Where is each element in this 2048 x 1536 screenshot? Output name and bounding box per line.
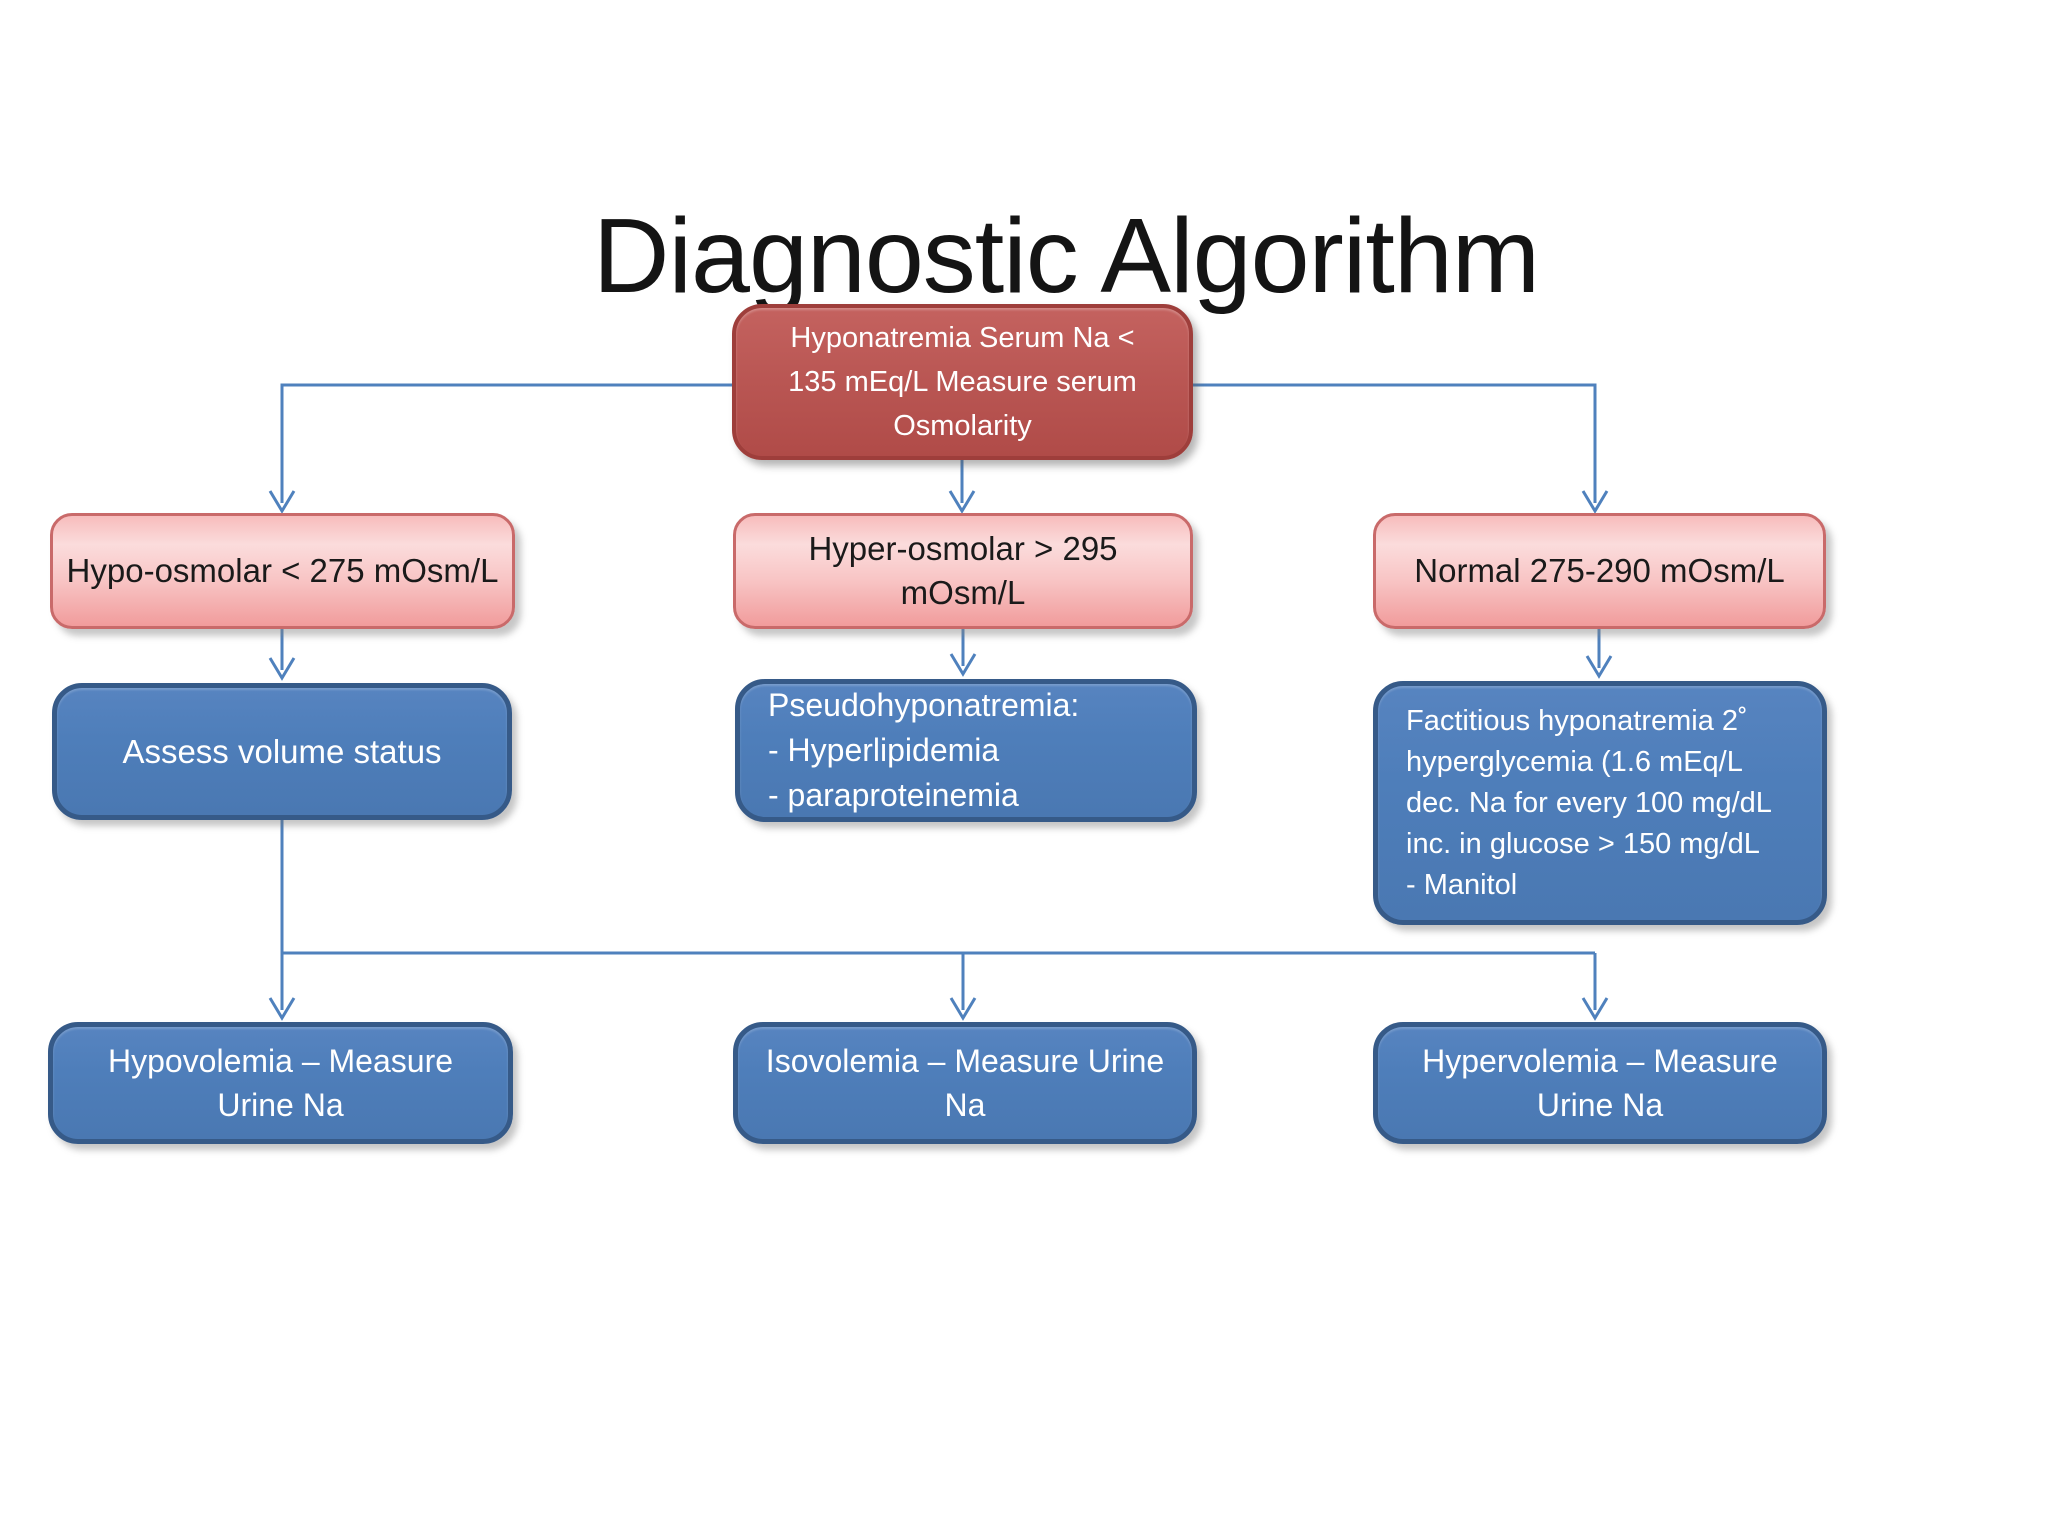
node-hypovolemia: Hypovolemia – Measure Urine Na [48,1022,513,1144]
node-hyponatremia-root: Hyponatremia Serum Na < 135 mEq/L Measur… [732,304,1193,460]
node-hypo-osmolar-label: Hypo-osmolar < 275 mOsm/L [66,552,499,589]
page-title: Diagnostic Algorithm [592,197,1540,315]
connector-root-to-hypo [280,383,732,503]
arrowhead-isovolemia-icon [949,997,977,1021]
node-hypervolemia: Hypervolemia – Measure Urine Na [1373,1022,1827,1144]
node-normal-osmolar-label: Normal 275-290 mOsm/L [1414,552,1785,589]
node-isovolemia: Isovolemia – Measure Urine Na [733,1022,1197,1144]
node-pseudohyponatremia-label: Pseudohyponatremia: - Hyperlipidemia - p… [768,687,1080,813]
arrowhead-hypo-icon [268,490,296,514]
node-pseudohyponatremia: Pseudohyponatremia: - Hyperlipidemia - p… [735,679,1197,822]
node-assess-volume-status: Assess volume status [52,683,512,820]
node-hypo-osmolar: Hypo-osmolar < 275 mOsm/L [50,513,515,629]
arrowhead-assess-icon [268,657,296,681]
arrowhead-factitious-icon [1585,655,1613,679]
node-hypervolemia-label: Hypervolemia – Measure Urine Na [1422,1043,1778,1123]
node-hyponatremia-root-label: Hyponatremia Serum Na < 135 mEq/L Measur… [788,322,1137,442]
node-factitious-hyponatremia: Factitious hyponatremia 2˚ hyperglycemia… [1373,681,1827,925]
node-hyper-osmolar: Hyper-osmolar > 295 mOsm/L [733,513,1193,629]
node-assess-volume-status-label: Assess volume status [122,733,442,770]
node-isovolemia-label: Isovolemia – Measure Urine Na [765,1043,1165,1123]
node-factitious-hyponatremia-label: Factitious hyponatremia 2˚ hyperglycemia… [1406,704,1772,901]
arrowhead-hypervolemia-icon [1581,997,1609,1021]
arrowhead-pseudo-icon [949,653,977,677]
arrowhead-hyper-icon [948,490,976,514]
connector-root-to-normal [1193,383,1597,503]
node-hypovolemia-label: Hypovolemia – Measure Urine Na [107,1043,454,1123]
node-normal-osmolar: Normal 275-290 mOsm/L [1373,513,1826,629]
arrowhead-hypovolemia-icon [268,997,296,1021]
node-hyper-osmolar-label: Hyper-osmolar > 295 mOsm/L [808,530,1118,611]
arrowhead-normal-icon [1581,490,1609,514]
